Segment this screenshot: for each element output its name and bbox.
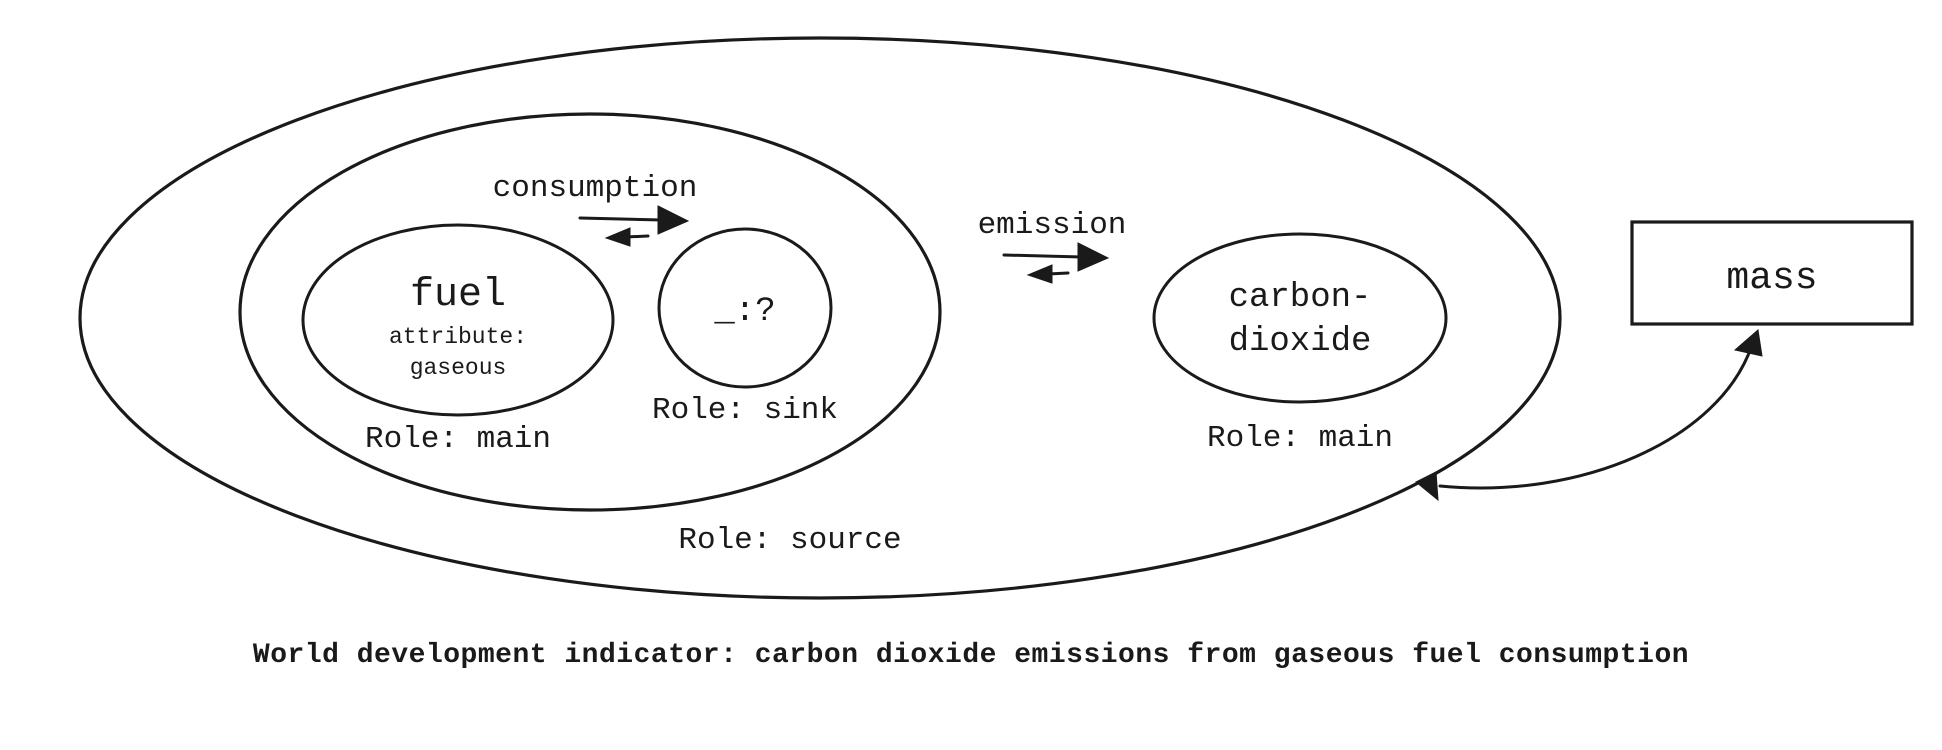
- mass-label: mass: [1726, 257, 1817, 300]
- unknown-role-label: Role: sink: [652, 393, 838, 428]
- mass-connector: [1415, 329, 1763, 502]
- fuel-attribute-line2: gaseous: [410, 355, 507, 381]
- carbon-dioxide-label-line2: dioxide: [1229, 323, 1372, 361]
- mass-box: [1630, 220, 1914, 326]
- emission-arrows: [1002, 242, 1110, 284]
- carbon-dioxide-node-ellipse: [1152, 232, 1448, 404]
- fuel-role-label: Role: main: [365, 422, 551, 457]
- carbon-dioxide-label-line1: carbon-: [1229, 279, 1372, 317]
- diagram-canvas: fuel attribute: gaseous Role: main _:? R…: [78, 36, 1914, 600]
- outer-ellipse: [78, 36, 1562, 600]
- source-group-ellipse: [238, 112, 942, 512]
- consumption-arrows: [578, 205, 690, 247]
- carbon-dioxide-role-label: Role: main: [1207, 421, 1393, 456]
- unknown-node-ellipse: [657, 227, 833, 389]
- fuel-label: fuel: [410, 273, 506, 318]
- source-role-label: Role: source: [678, 523, 901, 558]
- fuel-node-ellipse: [301, 223, 615, 417]
- consumption-label: consumption: [493, 171, 698, 206]
- fuel-attribute-line1: attribute:: [389, 324, 527, 350]
- emission-label: emission: [978, 208, 1127, 243]
- unknown-node-label: _:?: [713, 293, 775, 331]
- diagram-caption: World development indicator: carbon diox…: [252, 640, 1690, 671]
